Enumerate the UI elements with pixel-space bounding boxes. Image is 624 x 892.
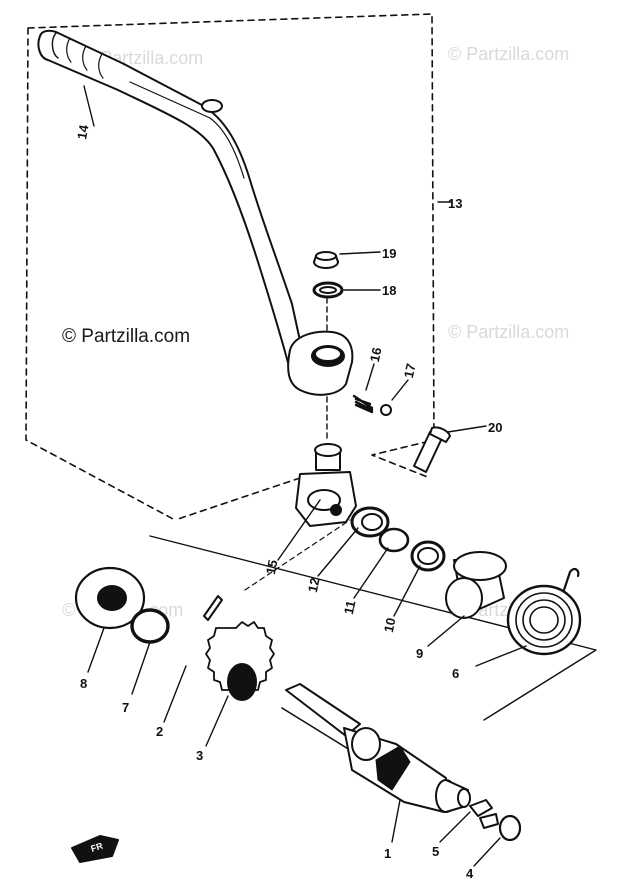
callout-12: 12 bbox=[305, 576, 323, 593]
front-arrow-icon bbox=[71, 835, 119, 863]
callout-9: 9 bbox=[416, 646, 423, 661]
part-4-ring bbox=[498, 814, 522, 842]
part-5-clips bbox=[469, 799, 499, 829]
watermark-faint: © Partzilla.com bbox=[448, 322, 570, 342]
callout-5: 5 bbox=[432, 844, 439, 859]
part-18-circlip bbox=[312, 281, 344, 299]
part-6-spring bbox=[506, 567, 582, 656]
callout-8: 8 bbox=[80, 676, 87, 691]
part-20-bolt bbox=[413, 426, 451, 473]
callout-6: 6 bbox=[452, 666, 459, 681]
watermark-main: © Partzilla.com bbox=[62, 326, 191, 347]
part-8-washer bbox=[74, 566, 146, 630]
part-17-ball bbox=[380, 404, 392, 416]
shaft-assembly-outline bbox=[149, 535, 597, 721]
part-19-cap bbox=[313, 251, 339, 269]
part-11-clip bbox=[378, 527, 410, 553]
part-10-washer bbox=[410, 540, 446, 572]
callout-3: 3 bbox=[196, 748, 203, 763]
callout-2: 2 bbox=[156, 724, 163, 739]
callout-11: 11 bbox=[341, 599, 359, 616]
callout-7: 7 bbox=[122, 700, 129, 715]
callout-16: 16 bbox=[367, 346, 385, 363]
part-7-circlip bbox=[130, 608, 170, 644]
part-15-boss bbox=[295, 443, 357, 527]
callout-1: 1 bbox=[384, 846, 391, 861]
callout-15: 15 bbox=[263, 558, 281, 575]
callout-10: 10 bbox=[381, 616, 399, 633]
lever-arm bbox=[117, 63, 303, 371]
assembly-outline bbox=[25, 13, 435, 521]
callout-13: 13 bbox=[448, 196, 462, 211]
part-16-spring bbox=[352, 394, 374, 414]
part-1-shaft bbox=[281, 683, 471, 813]
part-12-ring bbox=[350, 506, 390, 538]
kick-lever bbox=[37, 29, 354, 396]
callout-17: 17 bbox=[401, 362, 419, 379]
callout-20: 20 bbox=[488, 420, 502, 435]
part-2-pin bbox=[203, 595, 223, 621]
callout-19: 19 bbox=[382, 246, 396, 261]
callout-14: 14 bbox=[74, 123, 91, 141]
callout-4: 4 bbox=[466, 866, 474, 881]
part-3-gear bbox=[205, 621, 275, 701]
watermark-faint: © Partzilla.com bbox=[448, 44, 570, 64]
front-marker-label: FR bbox=[90, 841, 105, 854]
part-9-guide bbox=[445, 551, 507, 619]
callout-18: 18 bbox=[382, 283, 396, 298]
